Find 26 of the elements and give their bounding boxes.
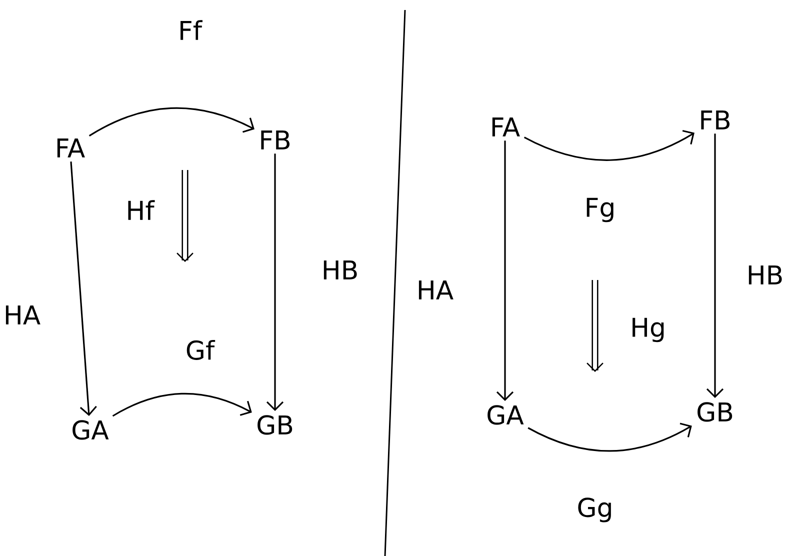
object-label: FB [701,110,730,130]
arrow [112,392,252,417]
edge-label: HB [748,266,782,284]
edge-label: Gg [578,498,611,522]
object-label: GB [258,415,292,435]
edge-label: Ff [180,20,202,40]
arrow [266,154,284,411]
edge-label: HB [324,260,357,280]
object-label: GB [698,402,732,422]
object-label: GA [488,405,524,425]
object-label: FA [57,138,85,158]
arrow [88,107,254,137]
arrow [70,162,97,416]
arrow [496,140,514,401]
object-label: GA [72,420,109,440]
arrow [706,134,724,398]
arrow [528,422,692,452]
object-label: FA [492,118,520,136]
edge-label: HA [418,280,454,300]
cell-label: Hg [632,318,664,342]
cell-label: Hf [128,200,155,220]
arrow [524,130,694,161]
edge-label: Gf [186,340,216,360]
edge-label: HA [6,306,40,324]
edge-label: Fg [586,198,614,222]
object-label: FB [261,130,290,150]
